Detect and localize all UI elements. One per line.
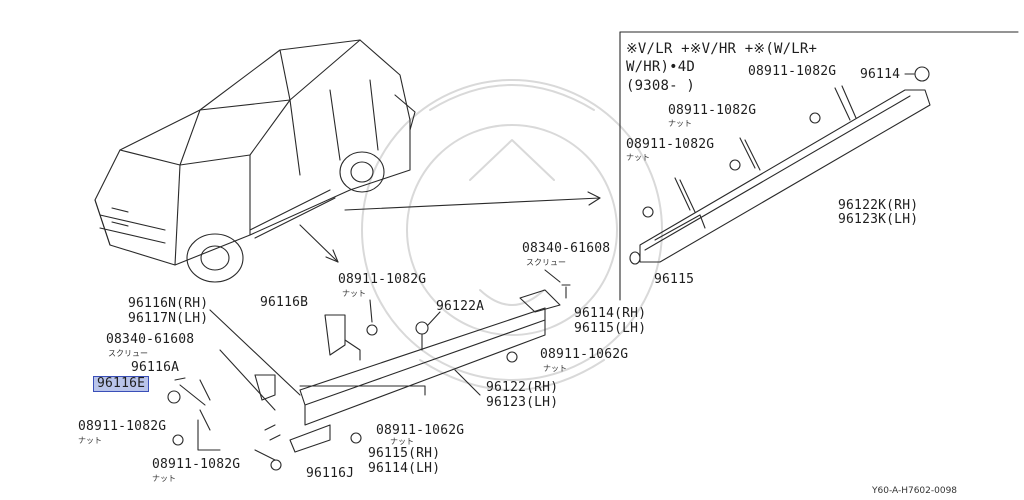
- inset-frame: [619, 31, 1019, 301]
- part-label[interactable]: 08911-1082G: [748, 64, 837, 79]
- callout-arrows: [299, 191, 601, 263]
- inset-condition-line1: ※V/LR +※V/HR +※(W/LR+: [626, 41, 818, 57]
- part-label[interactable]: 96123K(LH): [838, 212, 919, 227]
- inset-date-range: (9308- ): [626, 78, 696, 94]
- part-label[interactable]: 08340-61608: [522, 241, 611, 256]
- part-label[interactable]: 96122A: [436, 299, 485, 314]
- watermark-emblem: [361, 79, 663, 391]
- part-label[interactable]: 08911-1082G: [668, 103, 757, 118]
- part-sublabel: ナット: [390, 437, 414, 446]
- part-label[interactable]: 08911-1082G: [338, 272, 427, 287]
- inset-condition-line2: W/HR)•4D: [626, 59, 696, 75]
- part-label[interactable]: 96115(LH): [574, 321, 647, 336]
- inset-running-board: [629, 66, 931, 265]
- part-sublabel: ナット: [543, 364, 567, 373]
- part-label[interactable]: 96115(RH): [368, 446, 441, 461]
- part-label[interactable]: 08911-1062G: [376, 423, 465, 438]
- part-sublabel: ナット: [152, 474, 176, 483]
- selected-part-label[interactable]: 96116E: [93, 376, 150, 392]
- part-sublabel: スクリュー: [108, 349, 148, 358]
- part-sublabel: ナット: [78, 436, 102, 445]
- vehicle-illustration: [94, 39, 416, 283]
- part-label[interactable]: 96122(RH): [486, 380, 559, 395]
- part-sublabel: ナット: [342, 289, 366, 298]
- part-label[interactable]: 96122K(RH): [838, 198, 919, 213]
- part-label[interactable]: 08911-1082G: [626, 137, 715, 152]
- part-label[interactable]: 96114: [860, 67, 901, 82]
- part-sublabel: スクリュー: [526, 258, 566, 267]
- part-label[interactable]: 96116A: [131, 360, 180, 375]
- part-label[interactable]: 96116B: [260, 295, 309, 310]
- part-label[interactable]: 96116J: [306, 466, 355, 481]
- part-label[interactable]: 08911-1082G: [78, 419, 167, 434]
- part-label[interactable]: 96115: [654, 272, 695, 287]
- main-running-board: [167, 269, 571, 471]
- part-label[interactable]: 08911-1062G: [540, 347, 629, 362]
- part-label[interactable]: 08340-61608: [106, 332, 195, 347]
- part-label[interactable]: 96123(LH): [486, 395, 559, 410]
- part-sublabel: ナット: [668, 119, 692, 128]
- part-sublabel: ナット: [626, 153, 650, 162]
- part-label[interactable]: 96116N(RH): [128, 296, 209, 311]
- part-label[interactable]: 08911-1082G: [152, 457, 241, 472]
- part-label[interactable]: 96117N(LH): [128, 311, 209, 326]
- part-label[interactable]: 96114(RH): [574, 306, 647, 321]
- diagram-reference-code: Y60-A-H7602-0098: [872, 486, 958, 496]
- part-label[interactable]: 96114(LH): [368, 461, 441, 476]
